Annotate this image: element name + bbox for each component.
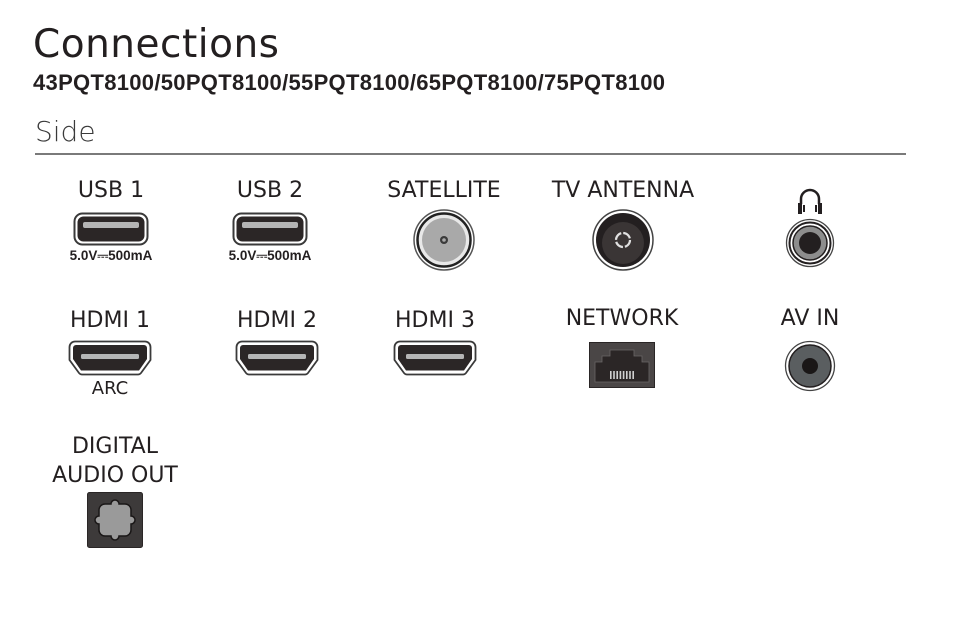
port-digital-audio-out: DIGITAL AUDIO OUT	[40, 432, 190, 548]
port-av-in: AV IN	[760, 306, 860, 392]
port-hdmi1: HDMI 1 ARC	[45, 308, 175, 399]
satellite-f-connector-icon	[413, 209, 475, 271]
section-title-side: Side	[35, 115, 96, 148]
section-divider	[35, 153, 906, 155]
optical-toslink-icon	[87, 492, 143, 548]
port-tv-antenna: TV ANTENNA	[543, 178, 703, 272]
ethernet-rj45-icon	[589, 342, 655, 388]
headphone-jack-icon	[785, 218, 835, 268]
port-label-line1: DIGITAL	[71, 434, 158, 459]
arc-label: ARC	[91, 378, 129, 399]
port-hdmi2: HDMI 2	[212, 308, 342, 376]
port-label-line2: AUDIO OUT	[52, 463, 178, 488]
port-label: USB 2	[236, 178, 304, 203]
port-label: SATELLITE	[387, 178, 501, 203]
port-usb1: USB 1 5.0V⎓500mA	[46, 178, 176, 264]
usb-port-icon	[73, 212, 149, 246]
av-in-jack-icon	[784, 340, 836, 392]
usb-port-icon	[232, 212, 308, 246]
port-label: HDMI 3	[395, 308, 475, 333]
usb-rating: 5.0V⎓500mA	[69, 248, 153, 263]
port-hdmi3: HDMI 3	[370, 308, 500, 376]
port-label: NETWORK	[565, 306, 679, 331]
port-label: AV IN	[780, 306, 840, 331]
hdmi-port-icon	[235, 340, 319, 376]
port-network: NETWORK	[552, 306, 692, 388]
port-satellite: SATELLITE	[374, 178, 514, 272]
port-label: USB 1	[77, 178, 145, 203]
model-numbers: 43PQT8100/50PQT8100/55PQT8100/65PQT8100/…	[33, 70, 666, 95]
port-usb2: USB 2 5.0V⎓500mA	[205, 178, 335, 264]
usb-rating: 5.0V⎓500mA	[228, 248, 312, 263]
page-title: Connections	[33, 22, 280, 67]
port-label: HDMI 2	[237, 308, 317, 333]
tv-antenna-port-icon	[592, 209, 654, 271]
port-headphone	[773, 186, 847, 268]
hdmi-port-icon	[393, 340, 477, 376]
port-label: TV ANTENNA	[551, 178, 695, 203]
hdmi-port-icon	[68, 340, 152, 376]
headphone-icon	[798, 188, 822, 214]
port-label: HDMI 1	[70, 308, 150, 333]
